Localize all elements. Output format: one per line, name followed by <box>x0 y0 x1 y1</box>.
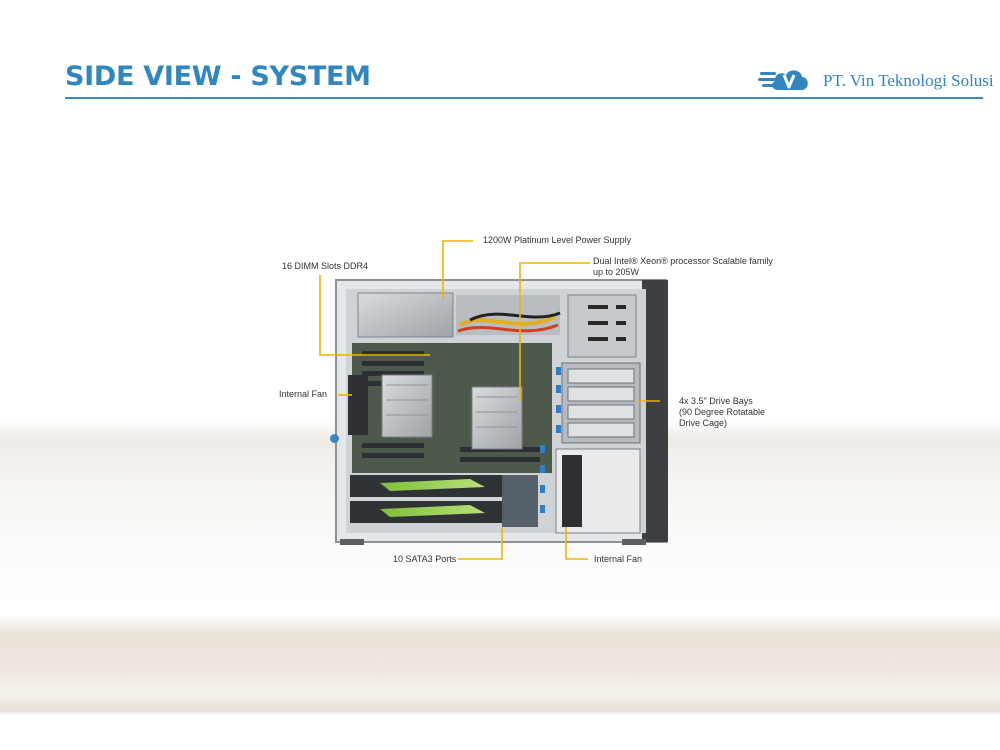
server-side-view-illustration <box>319 240 668 560</box>
callout-processor-line2: up to 205W <box>593 267 640 277</box>
callout-internal-fan-left: Internal Fan <box>279 389 328 399</box>
cloud-v-logo-icon <box>758 70 808 90</box>
blue-indicator-dot <box>330 434 339 443</box>
callout-drive-bays-line3: Drive Cage) <box>679 418 728 428</box>
callout-power-supply: 1200W Platinum Level Power Supply <box>483 235 632 245</box>
callout-sata-ports: 10 SATA3 Ports <box>393 554 457 564</box>
callout-processor-line1: Dual Intel® Xeon® processor Scalable fam… <box>593 256 773 266</box>
slide-title: SIDE VIEW - SYSTEM <box>65 61 371 92</box>
callout-processor: Dual Intel® Xeon® processor Scalable fam… <box>593 256 773 278</box>
company-name: PT. Vin Teknologi Solusi <box>823 71 994 90</box>
callout-drive-bays-line2: (90 Degree Rotatable <box>679 407 766 417</box>
title-underline <box>65 97 983 99</box>
callout-drive-bays-line1: 4x 3.5" Drive Bays <box>679 396 753 406</box>
background-band-bottom <box>0 615 1000 715</box>
callout-dimm-slots: 16 DIMM Slots DDR4 <box>282 261 369 271</box>
callout-drive-bays: 4x 3.5" Drive Bays (90 Degree Rotatable … <box>679 396 765 429</box>
callout-internal-fan-bottom: Internal Fan <box>594 554 643 564</box>
